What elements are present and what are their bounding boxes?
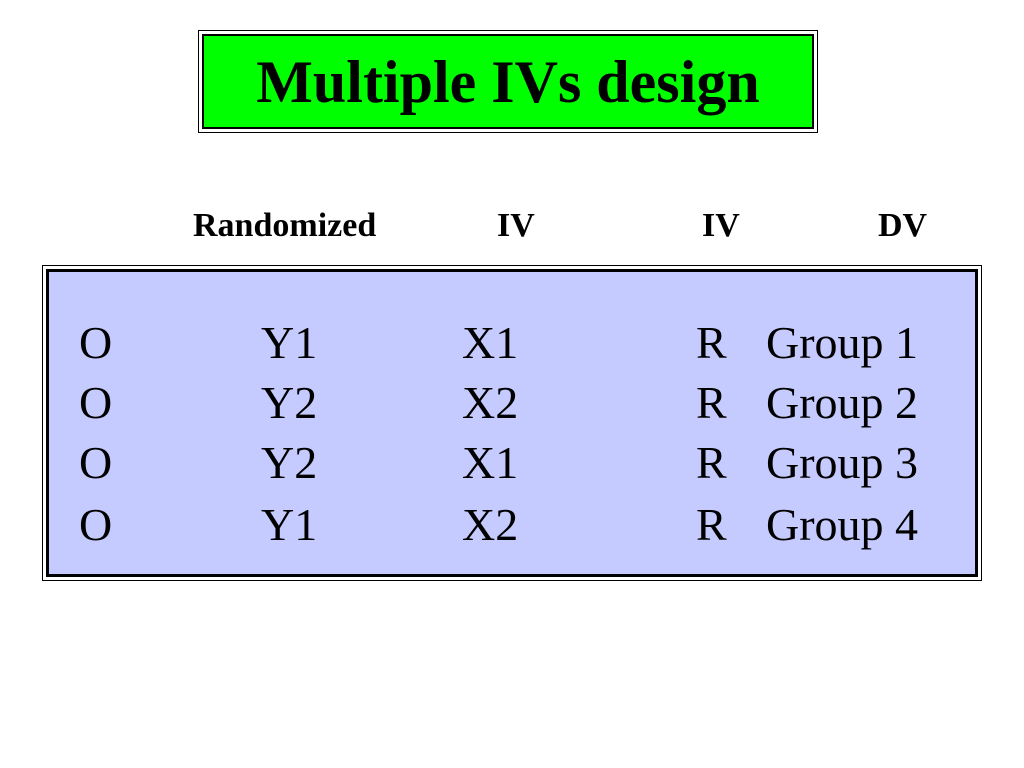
group-cell: Group 1 (766, 317, 919, 368)
design-table: O Y1 X1 R Group 1 O Y2 X2 R Group 2 O Y2… (46, 269, 978, 577)
header-iv-2: IV (702, 207, 740, 244)
iv-y-cell: Y2 (261, 437, 318, 488)
group-cell: Group 3 (766, 437, 919, 488)
design-row-3: O Y2 X1 R Group 3 (49, 432, 975, 494)
group-cell: Group 2 (766, 377, 919, 428)
header-dv: DV (878, 207, 928, 244)
design-table-frame: O Y1 X1 R Group 1 O Y2 X2 R Group 2 O Y2… (42, 265, 982, 581)
group-cell: Group 4 (766, 499, 919, 550)
header-iv-1: IV (497, 207, 535, 244)
iv-x-cell: X2 (462, 499, 519, 550)
design-row-1: O Y1 X1 R Group 1 (49, 312, 975, 374)
iv-y-cell: Y1 (261, 499, 318, 550)
observation-cell: O (79, 317, 113, 368)
title-panel: Multiple IVs design (202, 34, 814, 129)
observation-cell: O (79, 499, 113, 550)
observation-cell: O (79, 377, 113, 428)
header-randomized: Randomized (193, 207, 377, 244)
page-title: Multiple IVs design (256, 48, 760, 115)
iv-x-cell: X1 (462, 317, 519, 368)
randomized-cell: R (696, 317, 727, 368)
randomized-cell: R (696, 377, 727, 428)
design-row-4: O Y1 X2 R Group 4 (49, 494, 975, 556)
title-frame: Multiple IVs design (198, 30, 818, 133)
design-row-2: O Y2 X2 R Group 2 (49, 372, 975, 434)
observation-cell: O (79, 437, 113, 488)
iv-x-cell: X2 (462, 377, 519, 428)
iv-y-cell: Y1 (261, 317, 318, 368)
iv-x-cell: X1 (462, 437, 519, 488)
randomized-cell: R (696, 437, 727, 488)
randomized-cell: R (696, 499, 727, 550)
iv-y-cell: Y2 (261, 377, 318, 428)
